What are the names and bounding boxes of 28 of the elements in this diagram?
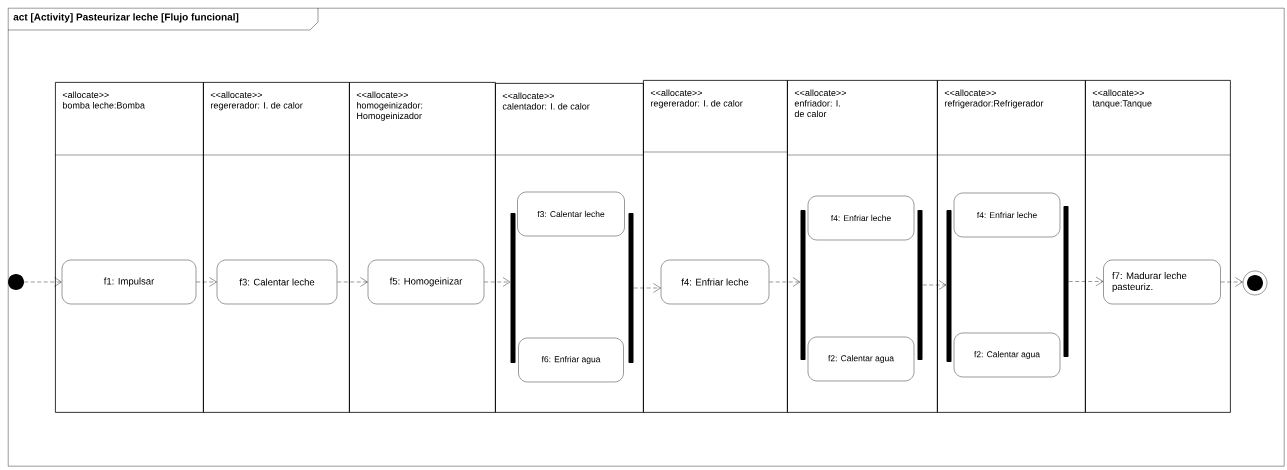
control-flow-arrow xyxy=(1220,277,1243,287)
synchronization-bar xyxy=(1063,206,1069,357)
control-flow-arrow xyxy=(922,280,947,290)
control-flow-arrow xyxy=(196,277,217,287)
synchronization-bar xyxy=(800,210,806,360)
action-box: f7: Madurar leche pasteuriz. xyxy=(1103,259,1221,305)
action-box: f3: Calentar leche xyxy=(216,259,338,305)
action-box: f4: Enfriar leche xyxy=(953,192,1061,238)
action-box: f5: Homogeinizar xyxy=(367,259,485,305)
synchronization-bar xyxy=(917,210,923,360)
synchronization-bar xyxy=(946,210,952,362)
control-flow-arrow xyxy=(1068,276,1104,287)
control-flow-arrow xyxy=(769,277,801,287)
final-node xyxy=(1242,270,1268,296)
action-box: f4: Enfriar leche xyxy=(660,259,770,305)
action-box: f1: Impulsar xyxy=(61,259,197,305)
action-box: f2: Calentar agua xyxy=(953,332,1061,378)
synchronization-bar xyxy=(628,213,634,363)
action-box: f6: Enfriar agua xyxy=(518,337,624,383)
control-flow-arrow xyxy=(24,277,62,287)
action-box: f3: Calentar leche xyxy=(517,191,625,237)
control-flow-arrow xyxy=(337,277,368,287)
action-box: f4: Enfriar leche xyxy=(807,195,915,241)
action-box: f2: Calentar agua xyxy=(807,336,915,382)
control-flow-arrow xyxy=(633,283,661,293)
synchronization-bar xyxy=(510,213,516,363)
initial-node xyxy=(8,274,24,290)
control-flow-arrow xyxy=(484,277,511,287)
